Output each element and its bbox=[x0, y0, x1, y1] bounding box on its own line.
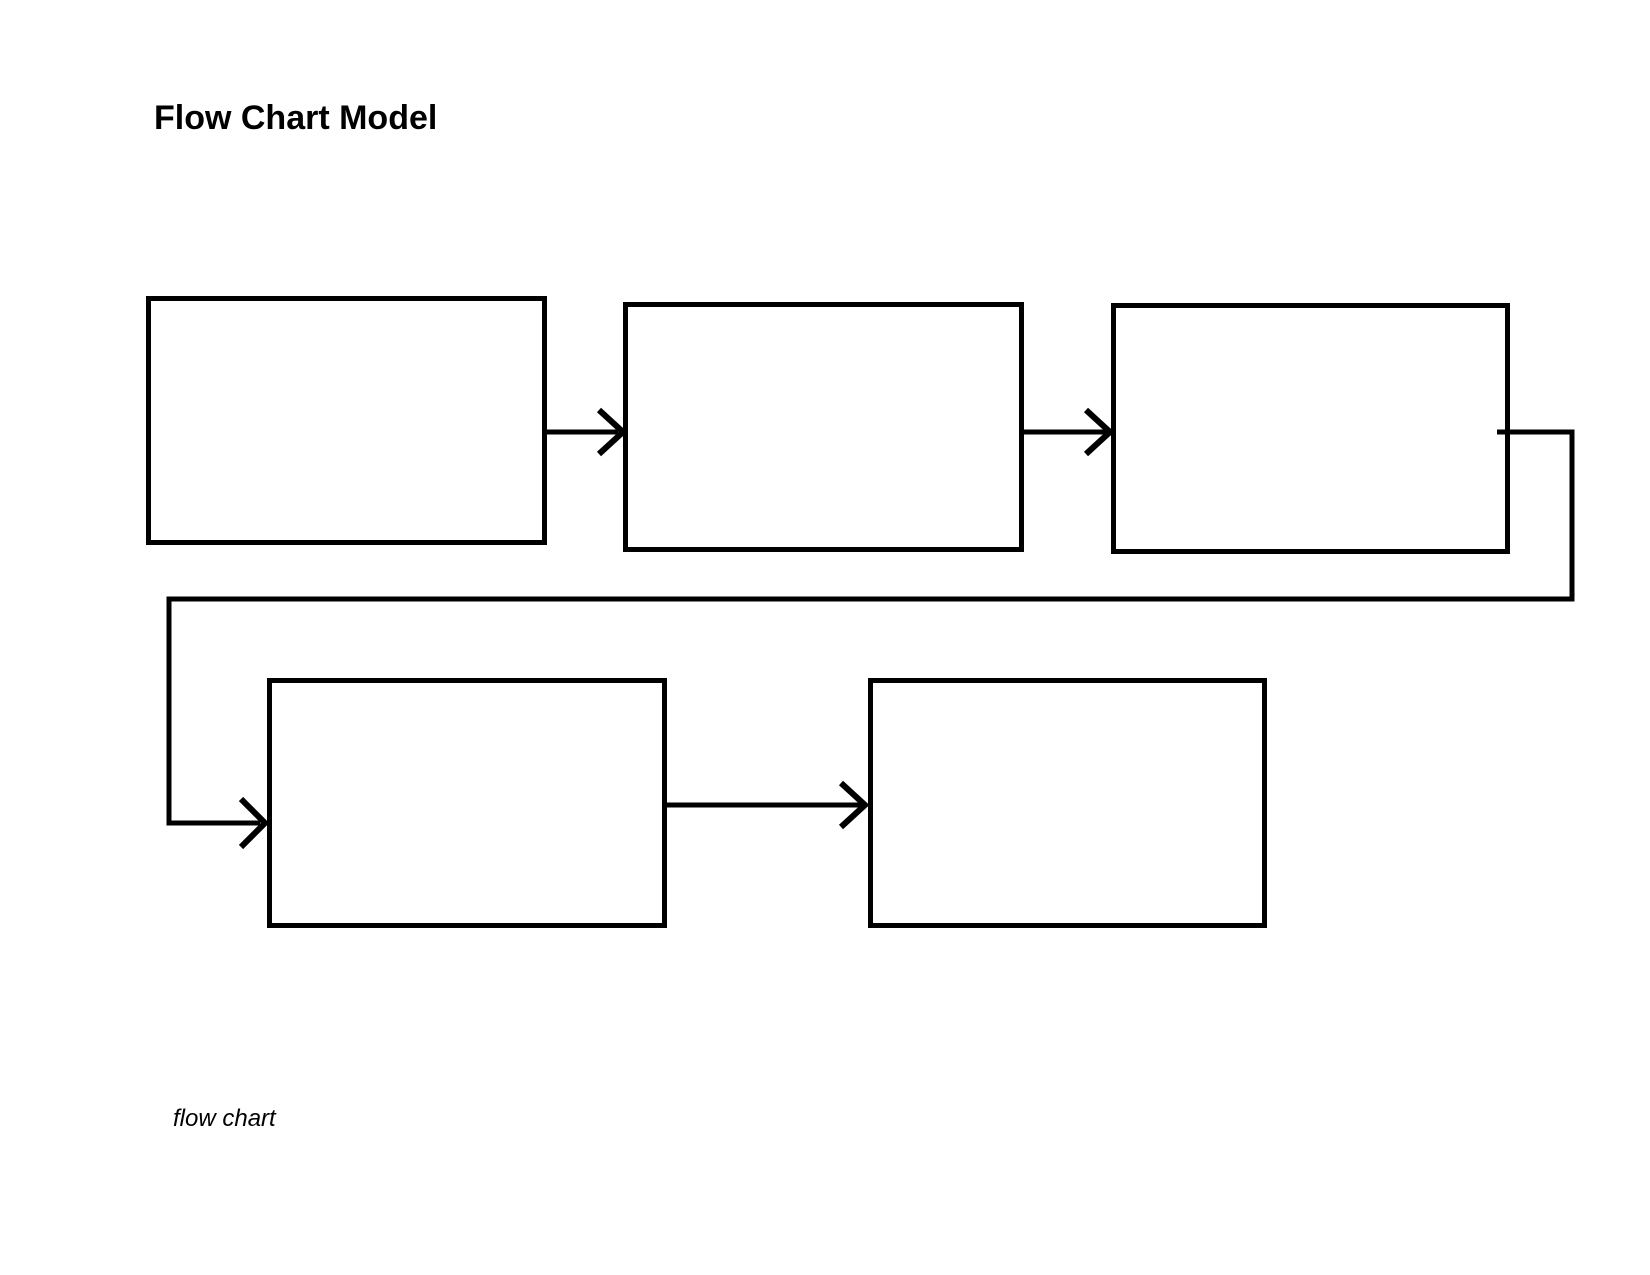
connector-step2-step3 bbox=[1024, 407, 1115, 457]
arrowhead-icon bbox=[1083, 407, 1115, 457]
arrowhead-icon bbox=[238, 796, 270, 850]
page-title-text: Flow Chart Model bbox=[154, 99, 438, 137]
caption-text: flow chart bbox=[173, 1105, 276, 1132]
connector-step1-step2 bbox=[547, 407, 628, 457]
arrowhead-icon bbox=[596, 407, 628, 457]
flow-box-step-5 bbox=[868, 678, 1267, 928]
connector-step4-step5 bbox=[667, 780, 870, 830]
page-title: Flow Chart Model bbox=[154, 101, 437, 135]
flow-box-step-1 bbox=[146, 296, 547, 545]
flow-box-step-4 bbox=[267, 678, 667, 928]
flow-box-step-3 bbox=[1111, 303, 1510, 554]
arrowhead-icon bbox=[838, 780, 870, 830]
flow-box-step-2 bbox=[623, 302, 1024, 552]
